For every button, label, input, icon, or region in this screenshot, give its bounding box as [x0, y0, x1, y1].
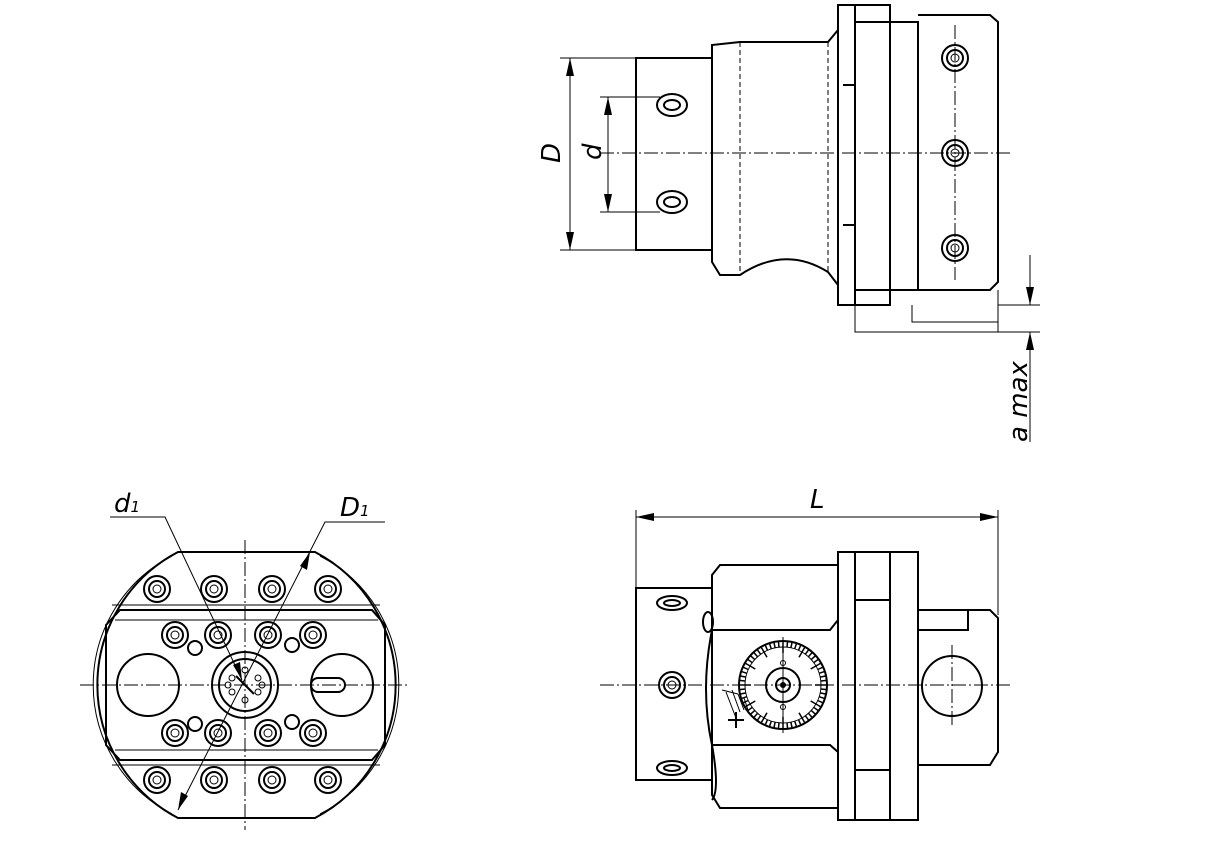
dial-tick: [749, 709, 756, 715]
dial-tick: [798, 712, 806, 724]
dial-tick: [818, 670, 826, 675]
dial-tick: [746, 658, 753, 664]
dial-tick: [753, 651, 759, 658]
dial-tick: [746, 706, 753, 712]
dial-tick: [740, 695, 748, 700]
dimension-a-max-label: a max: [1004, 361, 1034, 442]
dial-tick: [768, 720, 773, 728]
dial-tick: [817, 666, 824, 671]
dial-tick: [797, 719, 802, 726]
dimension-L-label: L: [810, 485, 825, 515]
dimension-D-label: D: [537, 143, 567, 163]
dial-tick: [810, 709, 817, 715]
flange: [837, 4, 856, 306]
slot-hole: [656, 190, 688, 214]
dial-tick: [807, 651, 813, 658]
dial-tick: [764, 644, 769, 651]
dial-tick: [764, 719, 769, 726]
dimension-d1-label: d1: [114, 489, 140, 519]
dial-tick: [739, 679, 746, 682]
dial-tick: [753, 712, 759, 719]
dial-tick: [739, 688, 746, 691]
dial-tick: [768, 642, 773, 650]
dimension-D1-label: D1: [340, 493, 370, 523]
dial-tick: [797, 644, 802, 651]
dial-tick: [820, 679, 827, 682]
dial-tick: [817, 699, 824, 704]
dial-tick: [777, 641, 780, 648]
dial-tick: [786, 722, 789, 729]
vernier-dial[interactable]: [738, 637, 828, 733]
dial-tick: [790, 722, 793, 729]
dial-tick: [810, 655, 817, 661]
end-view: d1 D1: [80, 489, 410, 830]
dial-tick: [777, 722, 780, 729]
dial-tick: [739, 692, 746, 695]
dial-tick: [810, 700, 822, 708]
dial-tick: [820, 675, 827, 678]
dial-tick: [756, 715, 762, 722]
dial-tick: [793, 642, 798, 650]
dial-tick: [760, 646, 768, 658]
dial-tick: [739, 675, 746, 678]
dial-tick: [793, 720, 798, 728]
dial-tick: [813, 658, 820, 664]
dial-tick: [820, 692, 827, 695]
side-view-top: D d a max: [537, 4, 1040, 442]
dial-tick: [820, 688, 827, 691]
dial-tick: [773, 641, 776, 648]
dial-tick: [744, 662, 756, 670]
slide-head: [918, 14, 999, 291]
dial-tick: [742, 666, 749, 671]
dial-tick: [756, 648, 762, 655]
dimension-d-label: d: [578, 143, 608, 160]
dial-tick: [749, 655, 756, 661]
dial-tick: [773, 722, 776, 729]
dial-tick: [786, 641, 789, 648]
dial-ticks: [739, 641, 827, 729]
neck-body: [711, 29, 839, 286]
dial-tick: [818, 695, 826, 700]
dial-tick: [790, 641, 793, 648]
dial-tick: [760, 712, 768, 724]
dial-tick: [740, 670, 748, 675]
plus-icon: [728, 712, 744, 728]
slot-hole: [656, 93, 688, 117]
dial-tick: [813, 706, 820, 712]
dial-tick: [798, 646, 806, 658]
front-view: L: [600, 485, 1010, 821]
shank-cylinder: [635, 57, 713, 251]
dial-tick: [804, 648, 810, 655]
dial-tick: [807, 712, 813, 719]
dial-tick: [804, 715, 810, 722]
dial-tick: [810, 662, 822, 670]
